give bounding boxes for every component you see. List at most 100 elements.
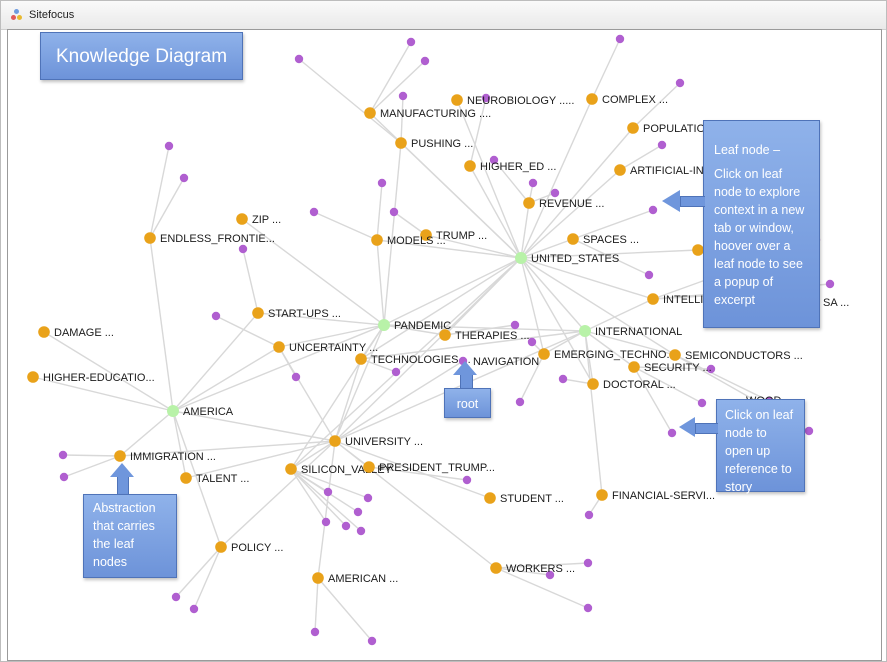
- leaf-node[interactable]: [356, 526, 366, 536]
- leaf-node[interactable]: [391, 367, 401, 377]
- concept-node[interactable]: [596, 489, 608, 501]
- leaf-node[interactable]: [310, 627, 320, 637]
- leaf-node[interactable]: [481, 93, 491, 103]
- concept-node[interactable]: [420, 229, 432, 241]
- concept-node[interactable]: [464, 160, 476, 172]
- leaf-node[interactable]: [697, 398, 707, 408]
- leaf-edge: [215, 315, 280, 348]
- leaf-node[interactable]: [341, 521, 351, 531]
- concept-node[interactable]: [215, 541, 227, 553]
- leaf-node[interactable]: [527, 337, 537, 347]
- concept-node[interactable]: [669, 349, 681, 361]
- leaf-node[interactable]: [420, 56, 430, 66]
- node-label: SEMICONDUCTORS ...: [685, 350, 803, 362]
- node-label: START-UPS ...: [268, 308, 341, 320]
- leaf-node[interactable]: [363, 493, 373, 503]
- leaf-node[interactable]: [584, 510, 594, 520]
- concept-node[interactable]: [27, 371, 39, 383]
- leaf-node[interactable]: [294, 54, 304, 64]
- concept-node[interactable]: [364, 107, 376, 119]
- leaf-node[interactable]: [644, 270, 654, 280]
- concept-node[interactable]: [180, 472, 192, 484]
- leaf-node[interactable]: [528, 178, 538, 188]
- leaf-node[interactable]: [309, 207, 319, 217]
- leaf-node[interactable]: [515, 397, 525, 407]
- concept-node[interactable]: [355, 353, 367, 365]
- concept-node[interactable]: [523, 197, 535, 209]
- leaf-node[interactable]: [398, 91, 408, 101]
- concept-node[interactable]: [273, 341, 285, 353]
- concept-node[interactable]: [252, 307, 264, 319]
- hub-node[interactable]: [579, 325, 591, 337]
- concept-node[interactable]: [647, 293, 659, 305]
- leaf-node[interactable]: [238, 244, 248, 254]
- concept-node[interactable]: [371, 234, 383, 246]
- concept-node[interactable]: [38, 326, 50, 338]
- leaf-node[interactable]: [211, 311, 221, 321]
- leaf-node[interactable]: [353, 507, 363, 517]
- concept-node[interactable]: [114, 450, 126, 462]
- leaf-node[interactable]: [489, 155, 499, 165]
- concept-node[interactable]: [439, 329, 451, 341]
- leaf-node[interactable]: [367, 636, 377, 646]
- leaf-node[interactable]: [657, 140, 667, 150]
- leaf-node[interactable]: [545, 570, 555, 580]
- leaf-node[interactable]: [389, 207, 399, 217]
- leaf-node[interactable]: [675, 78, 685, 88]
- leaf-edge: [469, 97, 487, 167]
- leaf-node[interactable]: [179, 173, 189, 183]
- leaf-edge: [495, 567, 551, 576]
- concept-node[interactable]: [628, 361, 640, 373]
- leaf-node[interactable]: [462, 475, 472, 485]
- leaf-node[interactable]: [558, 374, 568, 384]
- leaf-node[interactable]: [377, 178, 387, 188]
- leaf-node[interactable]: [615, 34, 625, 44]
- leaf-node[interactable]: [406, 37, 416, 47]
- concept-node[interactable]: [363, 461, 375, 473]
- leaf-node[interactable]: [583, 558, 593, 568]
- leaf-node[interactable]: [706, 364, 716, 374]
- leaf-node[interactable]: [171, 592, 181, 602]
- leaf-node[interactable]: [59, 472, 69, 482]
- leaf-node[interactable]: [189, 604, 199, 614]
- concept-node[interactable]: [692, 244, 704, 256]
- leaf-node[interactable]: [550, 188, 560, 198]
- concept-node[interactable]: [312, 572, 324, 584]
- hub-node[interactable]: [378, 319, 390, 331]
- concept-node[interactable]: [329, 435, 341, 447]
- concept-node[interactable]: [627, 122, 639, 134]
- concept-node[interactable]: [285, 463, 297, 475]
- leaf-node[interactable]: [323, 487, 333, 497]
- concept-node[interactable]: [586, 93, 598, 105]
- leaf-node[interactable]: [321, 517, 331, 527]
- node-label: EMERGING_TECHNO...: [554, 349, 676, 361]
- concept-node[interactable]: [567, 233, 579, 245]
- leaf-node[interactable]: [583, 603, 593, 613]
- concept-node[interactable]: [144, 232, 156, 244]
- node-label: IMMIGRATION ...: [130, 451, 216, 463]
- concept-node[interactable]: [236, 213, 248, 225]
- concept-node[interactable]: [614, 164, 626, 176]
- leaf-node[interactable]: [667, 428, 677, 438]
- leaf-node[interactable]: [825, 279, 835, 289]
- concept-node[interactable]: [538, 348, 550, 360]
- leaf-node[interactable]: [291, 372, 301, 382]
- leaf-node[interactable]: [804, 426, 814, 436]
- leaf-node[interactable]: [648, 205, 658, 215]
- leaf-node[interactable]: [510, 320, 520, 330]
- concept-node[interactable]: [587, 378, 599, 390]
- concept-node[interactable]: [490, 562, 502, 574]
- concept-node[interactable]: [484, 492, 496, 504]
- leaf-edge: [290, 468, 347, 527]
- leaf-node[interactable]: [164, 141, 174, 151]
- concept-node[interactable]: [451, 94, 463, 106]
- graph-edge: [584, 298, 654, 332]
- leaf-node[interactable]: [58, 450, 68, 460]
- hub-node[interactable]: [167, 405, 179, 417]
- hub-node[interactable]: [515, 252, 527, 264]
- concept-node[interactable]: [395, 137, 407, 149]
